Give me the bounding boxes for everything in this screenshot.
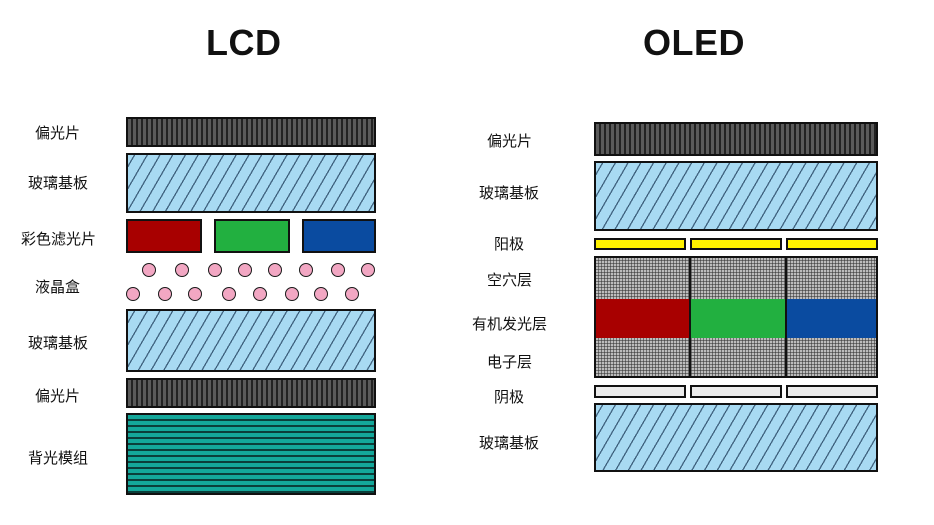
liquid-crystal-molecule: [361, 263, 375, 277]
lcd-glass-top-layer: [126, 153, 376, 213]
oled-label-glass-bottom: 玻璃基板: [479, 434, 540, 452]
oled-label-emissive-layer: 有机发光层: [472, 315, 548, 333]
oled-hole-layer: [596, 258, 876, 299]
oled-title: OLED: [643, 22, 746, 63]
liquid-crystal-molecule: [345, 287, 359, 301]
lcd-label-backlight: 背光模组: [28, 449, 89, 467]
oled-anode-segment-2: [690, 238, 782, 250]
oled-label-cathode: 阴极: [494, 388, 525, 406]
oled-anode-segment-3: [786, 238, 878, 250]
lcd-polarizer-top-layer: [126, 117, 376, 147]
oled-emitter-red: [596, 299, 690, 338]
oled-cathode-segment-2: [690, 385, 782, 398]
liquid-crystal-molecule: [268, 263, 282, 277]
lcd-title: LCD: [206, 22, 282, 63]
liquid-crystal-molecule: [126, 287, 140, 301]
liquid-crystal-molecule: [142, 263, 156, 277]
oled-stack-divider: [785, 258, 787, 376]
oled-emitter-green: [690, 299, 786, 338]
oled-emitter-blue: [786, 299, 876, 338]
liquid-crystal-molecule: [158, 287, 172, 301]
lcd-label-glass-bottom: 玻璃基板: [28, 334, 89, 352]
liquid-crystal-molecule: [253, 287, 267, 301]
liquid-crystal-molecule: [299, 263, 313, 277]
lcd-polarizer-bottom-layer: [126, 378, 376, 408]
lcd-label-polarizer-top: 偏光片: [35, 124, 81, 142]
oled-organic-stack: [594, 256, 878, 378]
liquid-crystal-molecule: [188, 287, 202, 301]
lcd-backlight-layer: [126, 413, 376, 495]
lcd-label-polarizer-bottom: 偏光片: [35, 387, 81, 405]
liquid-crystal-molecule: [314, 287, 328, 301]
liquid-crystal-molecule: [222, 287, 236, 301]
liquid-crystal-molecule: [331, 263, 345, 277]
oled-label-hole-layer: 空穴层: [487, 271, 533, 289]
oled-cathode-segment-1: [594, 385, 686, 398]
oled-label-electron-layer: 电子层: [487, 353, 533, 371]
oled-label-anode: 阳极: [494, 235, 525, 253]
liquid-crystal-molecule: [175, 263, 189, 277]
lcd-filter-green: [214, 219, 290, 253]
oled-label-polarizer: 偏光片: [487, 132, 533, 150]
oled-glass-top-layer: [594, 161, 878, 231]
liquid-crystal-molecule: [238, 263, 252, 277]
liquid-crystal-molecule: [208, 263, 222, 277]
oled-cathode-segment-3: [786, 385, 878, 398]
oled-glass-bottom-layer: [594, 403, 878, 472]
liquid-crystal-molecule: [285, 287, 299, 301]
lcd-filter-blue: [302, 219, 376, 253]
lcd-glass-bottom-layer: [126, 309, 376, 372]
oled-anode-segment-1: [594, 238, 686, 250]
oled-polarizer-layer: [594, 122, 878, 156]
oled-stack-divider: [689, 258, 691, 376]
lcd-label-color-filter: 彩色滤光片: [21, 230, 97, 248]
oled-label-glass-top: 玻璃基板: [479, 184, 540, 202]
lcd-filter-red: [126, 219, 202, 253]
lcd-label-liquid-crystal: 液晶盒: [35, 278, 81, 296]
oled-electron-layer: [596, 338, 876, 376]
lcd-label-glass-top: 玻璃基板: [28, 174, 89, 192]
